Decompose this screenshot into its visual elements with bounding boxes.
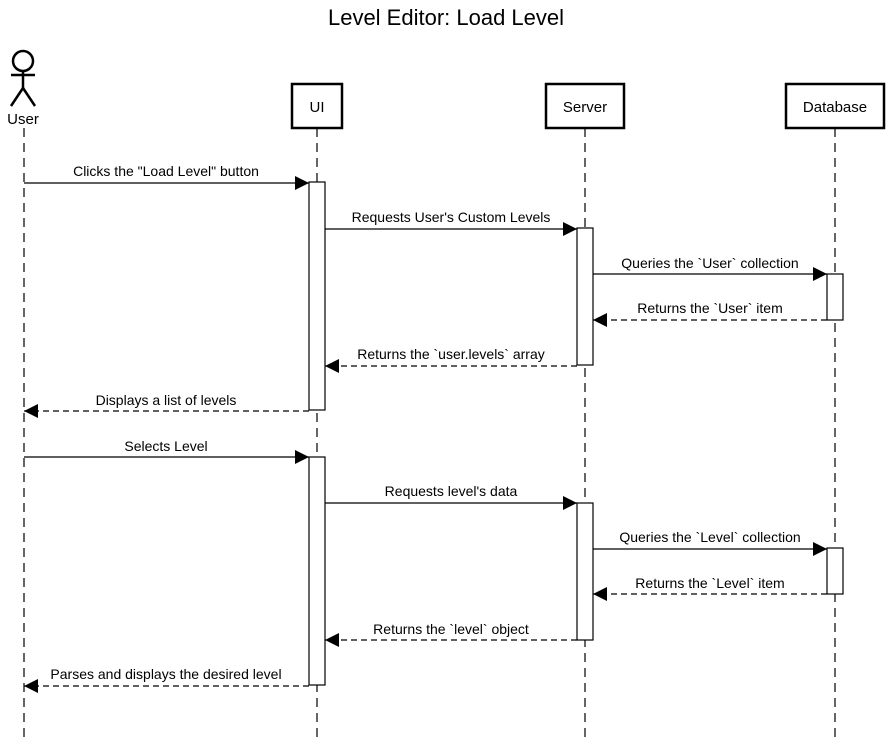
message-label: Returns the `User` item	[637, 300, 782, 316]
message: Requests level's data	[325, 483, 577, 510]
message-label: Queries the `Level` collection	[619, 529, 800, 545]
message: Returns the `user.levels` array	[325, 346, 577, 373]
message: Clicks the "Load Level" button	[24, 163, 309, 190]
activation-server	[576, 502, 594, 641]
activation-ui	[308, 181, 326, 411]
participant-label: UI	[310, 99, 325, 116]
activation-server	[576, 227, 594, 366]
message-label: Returns the `user.levels` array	[357, 346, 545, 362]
activation-database	[826, 273, 844, 321]
message: Queries the `Level` collection	[593, 529, 827, 556]
message: Returns the `User` item	[593, 300, 827, 327]
message-label: Returns the `level` object	[373, 621, 529, 637]
message-label: Requests level's data	[385, 483, 518, 499]
message-label: Clicks the "Load Level" button	[73, 163, 259, 179]
activation-ui	[308, 456, 326, 686]
message-label: Returns the `Level` item	[635, 575, 784, 591]
activations	[308, 181, 844, 686]
participant-label: Server	[563, 99, 607, 116]
participant-label: Database	[803, 99, 867, 116]
message: Selects Level	[24, 438, 309, 464]
message: Returns the `level` object	[325, 621, 577, 647]
message: Parses and displays the desired level	[24, 666, 309, 693]
stick-figure-icon	[9, 49, 37, 107]
participant-user: User	[7, 49, 39, 128]
message-label: Queries the `User` collection	[621, 255, 798, 271]
message: Queries the `User` collection	[593, 255, 827, 281]
participant-server: Server	[544, 82, 626, 130]
message: Returns the `Level` item	[593, 575, 827, 601]
participant-label: User	[7, 111, 39, 128]
participant-database: Database	[784, 82, 886, 130]
message: Requests User's Custom Levels	[325, 209, 577, 236]
activation-database	[826, 547, 844, 595]
message: Displays a list of levels	[24, 392, 309, 418]
message-label: Selects Level	[124, 438, 207, 454]
participant-ui: UI	[290, 82, 344, 130]
message-label: Requests User's Custom Levels	[352, 209, 551, 225]
diagram-title: Level Editor: Load Level	[328, 5, 564, 30]
message-label: Parses and displays the desired level	[50, 666, 281, 682]
message-label: Displays a list of levels	[96, 392, 237, 408]
